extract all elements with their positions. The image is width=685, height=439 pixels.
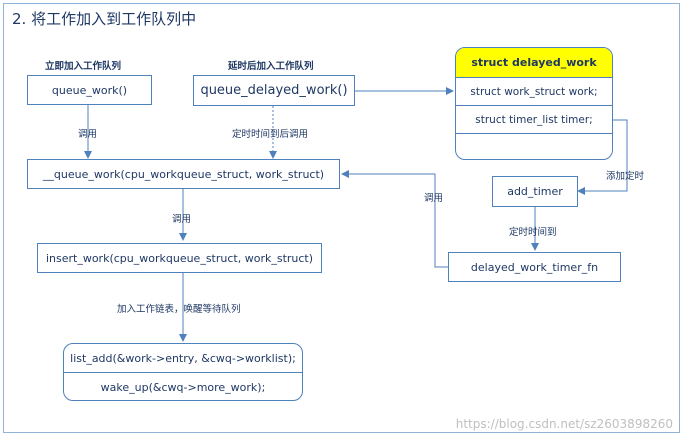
label-call-1: 调用 <box>78 129 98 140</box>
struct-delayed-work: struct delayed_work struct work_struct w… <box>455 47 613 160</box>
node-queue-work: queue_work() <box>27 75 152 105</box>
label-delayed-add: 延时后加入工作队列 <box>228 61 314 72</box>
node-list-add-wake-up: list_add(&work->entry, &cwq->worklist); … <box>63 343 303 401</box>
node-wake-up: wake_up(&cwq->more_work); <box>100 380 266 394</box>
label-call-3: 调用 <box>424 193 444 204</box>
node-queue-work-internal: __queue_work(cpu_workqueue_struct, work_… <box>27 159 340 189</box>
label-immediate-add: 立即加入工作队列 <box>45 61 122 72</box>
diagram-title: 2. 将工作加入到工作队列中 <box>12 10 197 28</box>
node-queue-delayed-work: queue_delayed_work() <box>193 75 355 106</box>
arrow-struct-timer-to-add-timer <box>577 119 628 195</box>
arrow-timer-fn-to-internal <box>341 170 448 268</box>
label-timer-expire-call: 定时时间到后调用 <box>232 129 309 140</box>
struct-field-timer: struct timer_list timer; <box>456 106 612 134</box>
label-call-2: 调用 <box>172 214 192 225</box>
label-timer-expire: 定时时间到 <box>509 227 557 238</box>
node-insert-work: insert_work(cpu_workqueue_struct, work_s… <box>37 243 322 273</box>
struct-field-work: struct work_struct work; <box>456 78 612 106</box>
node-list-add: list_add(&work->entry, &cwq->worklist); <box>64 344 302 373</box>
node-add-timer: add_timer <box>492 176 578 207</box>
node-delayed-work-timer-fn: delayed_work_timer_fn <box>448 252 621 282</box>
watermark: https://blog.csdn.net/sz2603898260 <box>455 417 673 431</box>
label-add-timer: 添加定时 <box>606 171 645 182</box>
diagram-frame <box>3 3 680 433</box>
label-add-list-wake: 加入工作链表，唤醒等待队列 <box>117 304 241 315</box>
struct-name: struct delayed_work <box>456 48 612 78</box>
